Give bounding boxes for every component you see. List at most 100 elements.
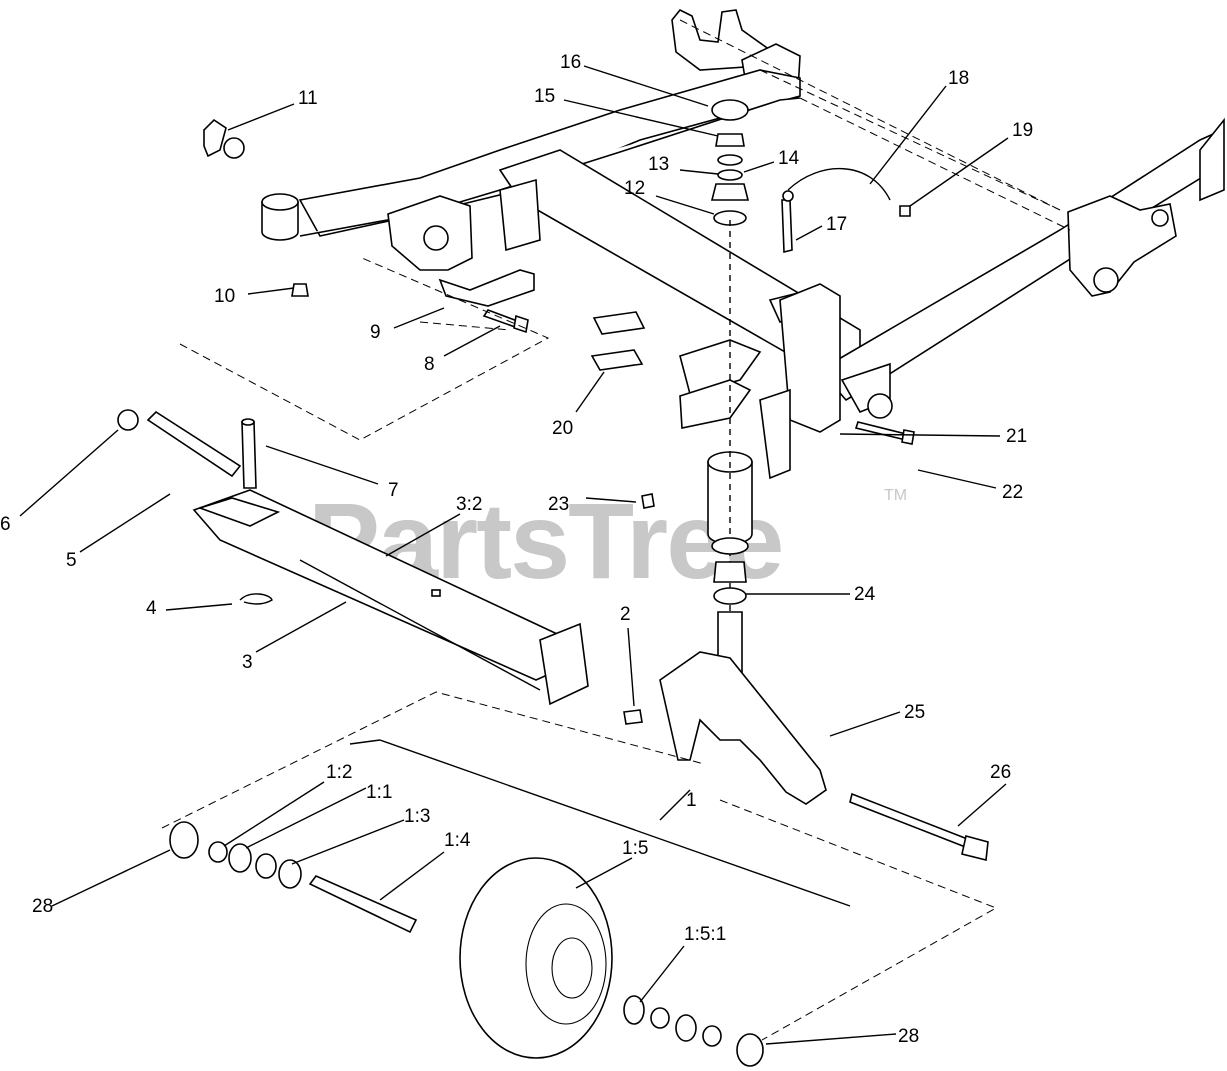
callout-3: 3: [242, 652, 253, 673]
callout-2: 2: [620, 604, 631, 625]
pivot-pin-7: [241, 421, 257, 489]
watermark-trademark: TM: [884, 487, 907, 504]
callout-1-2: 1:2: [326, 762, 352, 783]
caster-mount-cap: [867, 393, 893, 419]
pivot-shaft-5: [146, 410, 242, 478]
callout-28-right: 28: [898, 1026, 919, 1047]
pivot-pin-7-head: [241, 418, 255, 426]
pivot-tube: [261, 201, 299, 241]
hub-cap-left: [169, 821, 199, 859]
spacer-1-2: [208, 841, 228, 863]
frame-right-plate: [1067, 195, 1177, 297]
callout-14: 14: [778, 148, 800, 169]
hairpin-4: [239, 593, 273, 605]
callout-1-4: 1:4: [444, 830, 471, 851]
callout-3-2: 3:2: [456, 494, 482, 515]
wear-pad-upper: [592, 311, 646, 335]
frame-assembly: [261, 8, 1225, 480]
callout-1: 1: [686, 790, 697, 811]
callout-1-1: 1:1: [366, 782, 392, 803]
callout-24: 24: [854, 584, 876, 605]
assembly-bracket-left: [349, 739, 381, 745]
bearing-right: [675, 1014, 697, 1042]
clevis-pin: [781, 199, 793, 254]
axle-bar-edge: [299, 559, 541, 691]
callout-1-5-1: 1:5:1: [684, 924, 726, 945]
axle-end-plate: [539, 622, 589, 706]
seal-24: [713, 587, 747, 605]
callout-1-5: 1:5: [622, 838, 648, 859]
frame-right-pivot: [1093, 267, 1119, 293]
left-upright-plate: [499, 178, 541, 252]
callout-28-left: 28: [32, 896, 53, 917]
tapered-bearing-lower: [713, 561, 747, 583]
caster-assembly: [161, 220, 998, 1041]
callout-22: 22: [1002, 482, 1023, 503]
callout-6: 6: [0, 514, 11, 535]
lanyard-nut: [899, 205, 911, 217]
frame-dashed-hidden: [679, 19, 1071, 231]
bolt-22: [854, 421, 907, 442]
bearing-race-lower: [711, 537, 749, 555]
callout-16: 16: [560, 52, 581, 73]
clevis-pin-head: [782, 190, 794, 202]
leader-lines: [19, 65, 1009, 1045]
bolt-8-head: [513, 314, 529, 334]
callout-20: 20: [552, 418, 573, 439]
hub-cap-right: [736, 1033, 764, 1067]
pivot-tube-top: [261, 193, 299, 211]
axle-bolt-26: [849, 792, 971, 850]
callout-5: 5: [66, 550, 77, 571]
bearing-1-1: [228, 843, 252, 873]
callout-23: 23: [548, 494, 569, 515]
nut-2: [623, 709, 643, 725]
bearing-1-5-1: [623, 995, 645, 1025]
callout-17: 17: [826, 214, 847, 235]
callout-13: 13: [648, 154, 669, 175]
wear-pad-lower: [590, 349, 644, 371]
callout-26: 26: [990, 762, 1011, 783]
axle-bar-clevis: [197, 497, 281, 527]
left-mount-plate-hole: [423, 225, 449, 251]
callout-15: 15: [534, 86, 555, 107]
callout-19: 19: [1012, 120, 1033, 141]
frame-drop-tube: [759, 388, 791, 480]
callout-11: 11: [298, 88, 318, 109]
callout-7: 7: [388, 480, 399, 501]
spacer-right-b: [702, 1025, 722, 1047]
callout-25: 25: [904, 702, 925, 723]
wheel-axle-1-4: [308, 875, 418, 934]
callout-9: 9: [370, 322, 381, 343]
spacer-right: [650, 1007, 670, 1029]
callout-21: 21: [1006, 426, 1027, 447]
lanyard: [787, 168, 891, 201]
spacer-1-3: [255, 853, 277, 879]
wheel-dashed-frame: [161, 691, 998, 1041]
dust-cap: [711, 99, 749, 121]
hairpin-washer: [223, 137, 245, 159]
axle-bolt-26-head: [961, 835, 989, 861]
wheel-hub: [551, 937, 593, 999]
callout-4: 4: [146, 598, 157, 619]
left-mount-foot: [438, 269, 535, 307]
flange-nut-10: [291, 283, 309, 297]
lock-nut: [715, 133, 745, 147]
bearing-1-3: [278, 859, 302, 889]
washer-6: [117, 409, 139, 431]
washer-b: [717, 169, 743, 181]
caster-fork: [659, 651, 827, 805]
center-bracket-lower: [679, 379, 752, 429]
frame-beam-right-end: [1199, 117, 1225, 202]
wheel-assembly: [169, 739, 851, 1067]
top-hardware: [203, 99, 915, 509]
axle-slot: [431, 589, 441, 597]
center-bracket-upper: [679, 339, 762, 395]
callout-1-3: 1:3: [404, 806, 430, 827]
axle-dashed-link: [419, 321, 511, 331]
tapered-bearing-top: [710, 183, 750, 201]
set-screw-23: [641, 493, 655, 509]
callout-18: 18: [948, 68, 969, 89]
assembly-bracket-line: [379, 739, 851, 907]
frame-right-hole: [1151, 209, 1169, 227]
